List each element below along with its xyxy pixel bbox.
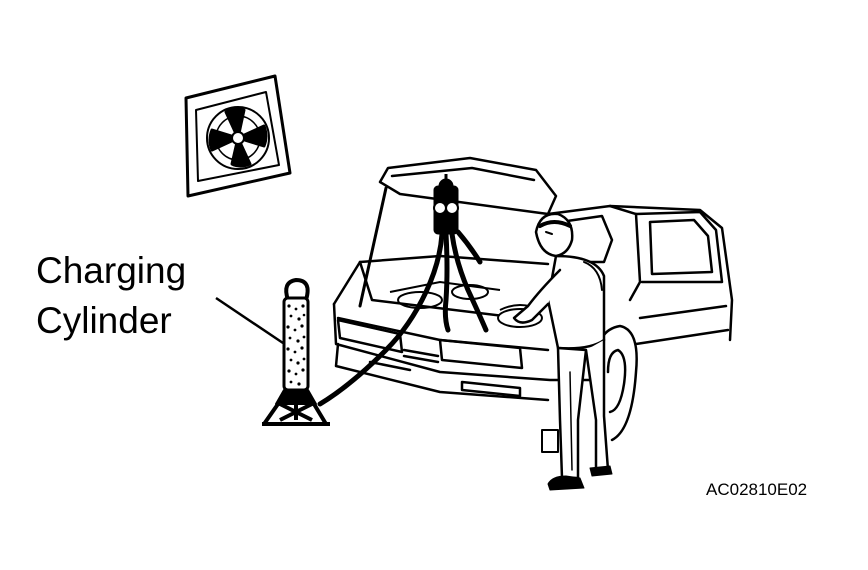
gauge-manifold (433, 174, 459, 235)
callout-label-line2: Cylinder (36, 300, 172, 341)
figure-id: AC02810E02 (706, 480, 808, 499)
fan (184, 74, 292, 198)
charging-cylinder (262, 278, 330, 426)
callout-label-line1: Charging (36, 250, 187, 291)
car (332, 156, 734, 442)
hoses (317, 229, 489, 407)
technician (512, 212, 613, 491)
callout-leader (215, 296, 284, 345)
